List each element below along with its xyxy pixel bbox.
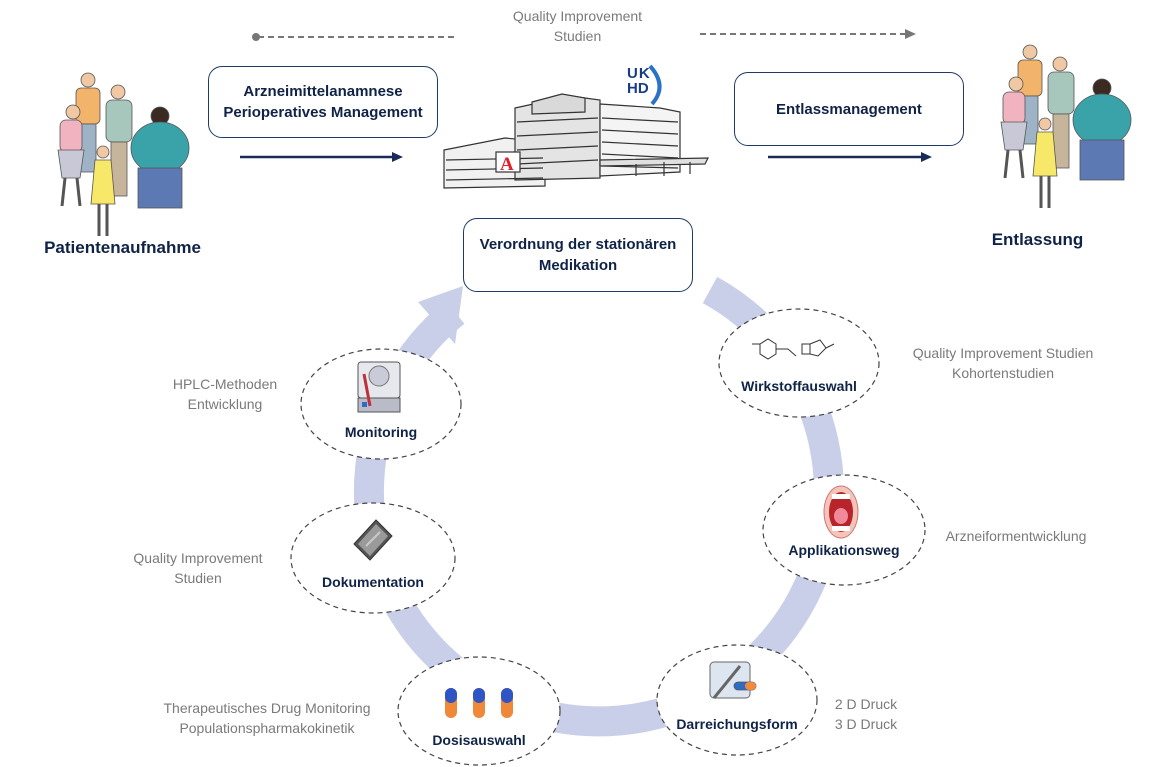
node-ellipse (762, 474, 926, 586)
capsules-icon (445, 688, 513, 718)
tablet-icon (353, 519, 393, 561)
cycle-ring (353, 276, 844, 737)
annotation-applikation-line1: Arzneiformentwicklung (945, 528, 1087, 544)
ukhd-logo-line2: HD (627, 80, 649, 97)
annotation-monitoring: HPLC-Methoden Entwicklung (160, 374, 290, 414)
anamnese-line1: Arzneimittelanamnese (243, 83, 403, 100)
node-label-dokumentation: Dokumentation (322, 574, 424, 590)
top-quality-line1: Quality Improvement (512, 8, 643, 24)
annotation-doku: Quality Improvement Studien (108, 548, 288, 588)
hospital-building (443, 93, 709, 189)
node-dosisauswahl: Dosisauswahl (397, 656, 561, 766)
verordnung-box: Verordnung der stationären Medikation (463, 218, 693, 292)
node-darreichungsform: Darreichungsform (656, 644, 818, 756)
pharmacy-a-icon: A (500, 154, 514, 175)
arrow-admission-head (392, 152, 403, 162)
node-label-darreichungsform: Darreichungsform (676, 716, 798, 732)
verordnung-line2: Medikation (538, 257, 618, 274)
annotation-doku-line1: Quality Improvement (133, 550, 263, 566)
node-applikationsweg: Applikationsweg (762, 474, 926, 586)
centrifuge-icon (357, 361, 401, 413)
node-ellipse (290, 502, 456, 614)
node-ellipse (397, 656, 561, 766)
top-quality-label: Quality Improvement Studien (470, 6, 685, 46)
patients-group-left (57, 72, 190, 236)
node-monitoring: Monitoring (300, 348, 462, 460)
ukhd-logo-arc (648, 64, 662, 106)
annotation-monitoring-line2: Entwicklung (187, 396, 263, 412)
annotation-wirkstoff: Quality Improvement Studien Kohortenstud… (893, 343, 1113, 383)
dashed-arrow-right-head (905, 29, 916, 39)
annotation-dosis: Therapeutisches Drug Monitoring Populati… (140, 698, 394, 738)
entlassung-title: Entlassung (991, 230, 1084, 249)
cycle-ring-arrowhead (418, 286, 463, 344)
arrow-discharge-head (921, 152, 932, 162)
annotation-wirkstoff-line2: Kohortenstudien (952, 365, 1054, 381)
annotation-darreichung-line2: 3 D Druck (834, 716, 898, 732)
ukhd-logo-line1: UK (627, 65, 651, 82)
node-label-monitoring: Monitoring (344, 424, 418, 440)
node-wirkstoffauswahl: Wirkstoffauswahl (718, 308, 880, 418)
molecule-icon (752, 338, 835, 360)
node-label-wirkstoffauswahl: Wirkstoffauswahl (741, 378, 857, 394)
node-dokumentation: Dokumentation (290, 502, 456, 614)
annotation-darreichung: 2 D Druck 3 D Druck (828, 694, 904, 734)
anamnese-line2: Perioperatives Management (223, 104, 423, 121)
patients-group-right (1000, 44, 1132, 208)
node-ellipse (300, 348, 462, 460)
node-label-dosisauswahl: Dosisauswahl (432, 732, 526, 748)
annotation-darreichung-line1: 2 D Druck (834, 696, 898, 712)
anamnese-box: Arzneimittelanamnese Perioperatives Mana… (208, 66, 438, 138)
annotation-dosis-line1: Therapeutisches Drug Monitoring (163, 700, 371, 716)
annotation-dosis-line2: Populationspharmakokinetik (179, 720, 355, 736)
dashed-arrow-left-dot (252, 33, 260, 41)
node-ellipse (656, 644, 818, 756)
node-label-applikationsweg: Applikationsweg (788, 542, 900, 558)
annotation-wirkstoff-line1: Quality Improvement Studien (912, 345, 1094, 361)
verordnung-line1: Verordnung der stationären (479, 236, 677, 253)
annotation-monitoring-line1: HPLC-Methoden (172, 376, 278, 392)
syringe-pack-icon (709, 661, 757, 699)
entlassmanagement-box: Entlassmanagement (734, 72, 964, 146)
entlassmanagement-label: Entlassmanagement (776, 100, 922, 118)
node-ellipse (718, 308, 880, 418)
patientenaufnahme-title: Patientenaufnahme (44, 238, 201, 257)
top-quality-line2: Studien (553, 28, 602, 44)
annotation-doku-line2: Studien (174, 570, 222, 586)
ukhd-logo: UK HD (627, 66, 651, 96)
mouth-icon (823, 485, 859, 539)
annotation-applikation: Arzneiformentwicklung (930, 526, 1102, 546)
